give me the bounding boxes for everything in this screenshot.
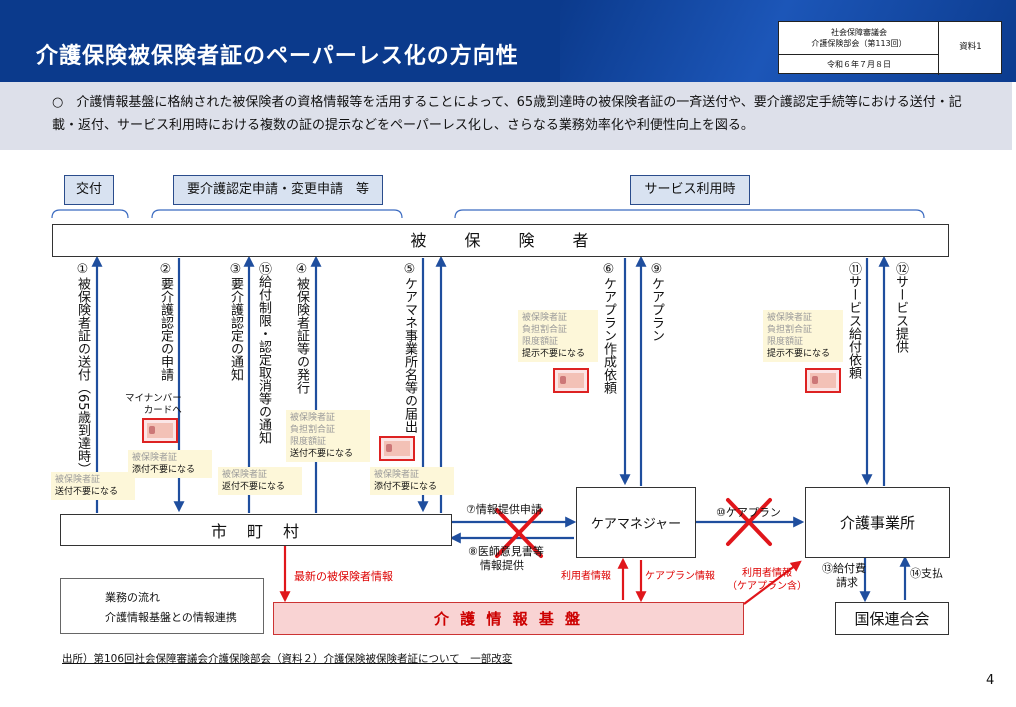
note-paperless-attach: 被保険者証添付不要になる xyxy=(128,450,212,478)
flow-label-13-line1: ⑬給付費 xyxy=(822,562,866,575)
council-line2: 介護保険部会（第113回） xyxy=(811,39,907,48)
page-number: 4 xyxy=(986,673,995,688)
phase-tab-issue: 交付 xyxy=(64,175,114,205)
flow-label-3: ③要介護認定の通知 xyxy=(228,262,243,381)
flow-label-15: ⑮給付制限・認定取消等の通知 xyxy=(256,262,271,444)
flow-label-11: ⑪サービス給付依頼 xyxy=(846,262,861,379)
slide-title: 介護保険被保険者証のペーパーレス化の方向性 xyxy=(36,44,519,69)
flow-label-8: ⑧医師意見書等 情報提供 xyxy=(468,545,544,573)
flow-label-6: ⑥ケアプラン作成依頼 xyxy=(601,262,616,394)
red-label-latest-info: 最新の被保険者情報 xyxy=(294,570,393,583)
info-left: 社会保障審議会 介護保険部会（第113回） 令和６年７月８日 xyxy=(779,22,939,75)
municipality-box: 市 町 村 xyxy=(60,514,452,546)
insurance-card-icon xyxy=(805,368,841,393)
care-info-platform-label: 介 護 情 報 基 盤 xyxy=(433,610,584,628)
note-paperless-show-provider: 被保険者証負担割合証限度額証提示不要になる xyxy=(763,310,843,362)
red-label-user-info-careplan: 利用者情報 （ケアプラン含） xyxy=(727,567,807,593)
note-paperless-show-cm: 被保険者証負担割合証限度額証提示不要になる xyxy=(518,310,598,362)
council-name: 社会保障審議会 介護保険部会（第113回） xyxy=(779,22,939,55)
insurance-card-icon xyxy=(379,436,415,461)
mynumber-line1: マイナンバー xyxy=(125,393,182,404)
flow-label-9: ⑨ケアプラン xyxy=(649,262,664,342)
flow-label-10: ⑩ケアプラン xyxy=(716,506,781,519)
document-info-box: 社会保障審議会 介護保険部会（第113回） 令和６年７月８日 資料1 xyxy=(778,21,1002,75)
red-label-user-info2-line2: （ケアプラン含） xyxy=(727,581,807,592)
meeting-date: 令和６年７月８日 xyxy=(827,60,891,69)
flow-label-8-line1: ⑧医師意見書等 xyxy=(468,545,544,558)
insurance-card-icon xyxy=(142,418,178,443)
flow-label-8-line2: 情報提供 xyxy=(480,559,524,572)
flow-label-13-line2: 請求 xyxy=(836,576,858,589)
summary-text: ○ 介護情報基盤に格納された被保険者の資格情報等を活用することによって、65歳到… xyxy=(52,95,962,133)
phase-tab-service: サービス利用時 xyxy=(630,175,750,205)
document-label: 資料1 xyxy=(959,42,982,52)
care-provider-box: 介護事業所 xyxy=(805,487,950,558)
summary-band: ○ 介護情報基盤に格納された被保険者の資格情報等を活用することによって、65歳到… xyxy=(0,82,1012,150)
note-paperless-send-multi: 被保険者証負担割合証限度額証送付不要になる xyxy=(286,410,370,462)
mynumber-card-label: マイナンバー カードへ xyxy=(125,393,182,417)
flow-label-2: ②要介護認定の申請 xyxy=(158,262,173,381)
kokuho-label: 国保連合会 xyxy=(854,610,930,628)
red-label-user-info2-line1: 利用者情報 xyxy=(742,568,792,579)
kokuho-box: 国保連合会 xyxy=(835,602,949,635)
flow-label-13: ⑬給付費 請求 xyxy=(822,562,866,590)
council-line1: 社会保障審議会 xyxy=(831,28,887,37)
flow-label-4: ④被保険者証等の発行 xyxy=(294,262,309,394)
care-manager-box: ケアマネジャー xyxy=(576,487,696,558)
legend-business-flow: 業務の流れ xyxy=(105,591,160,604)
phase-brackets xyxy=(51,209,925,219)
flow-label-7: ⑦情報提供申請 xyxy=(466,503,542,516)
note-paperless-return: 被保険者証返付不要になる xyxy=(218,467,302,495)
insurance-card-icon xyxy=(553,368,589,393)
red-label-user-info: 利用者情報 xyxy=(561,571,611,582)
legend-box: 業務の流れ 介護情報基盤との情報連携 xyxy=(60,578,264,634)
flow-label-5: ⑤ケアマネ事業所名等の届出 xyxy=(402,262,417,433)
mynumber-line2: カードへ xyxy=(143,405,182,416)
flow-label-1: ①被保険者証の送付（65歳到達時） xyxy=(75,262,90,476)
red-label-careplan-info: ケアプラン情報 xyxy=(645,571,715,582)
flow-label-12: ⑫サービス提供 xyxy=(893,262,908,353)
care-manager-label: ケアマネジャー xyxy=(590,517,682,532)
note-paperless-attach-2: 被保険者証添付不要になる xyxy=(370,467,454,495)
flow-label-14: ⑭支払 xyxy=(910,567,943,580)
insured-person-bar: 被 保 険 者 xyxy=(52,224,949,257)
care-info-platform-box: 介 護 情 報 基 盤 xyxy=(273,602,744,635)
municipality-label: 市 町 村 xyxy=(210,522,301,541)
care-provider-label: 介護事業所 xyxy=(839,514,915,532)
legend-info-link: 介護情報基盤との情報連携 xyxy=(105,611,237,624)
phase-tab-certification: 要介護認定申請・変更申請 等 xyxy=(173,175,383,205)
note-paperless-send: 被保険者証送付不要になる xyxy=(51,472,135,500)
source-citation: 出所）第106回社会保障審議会介護保険部会（資料２）介護保険被保険者証について … xyxy=(62,653,513,665)
